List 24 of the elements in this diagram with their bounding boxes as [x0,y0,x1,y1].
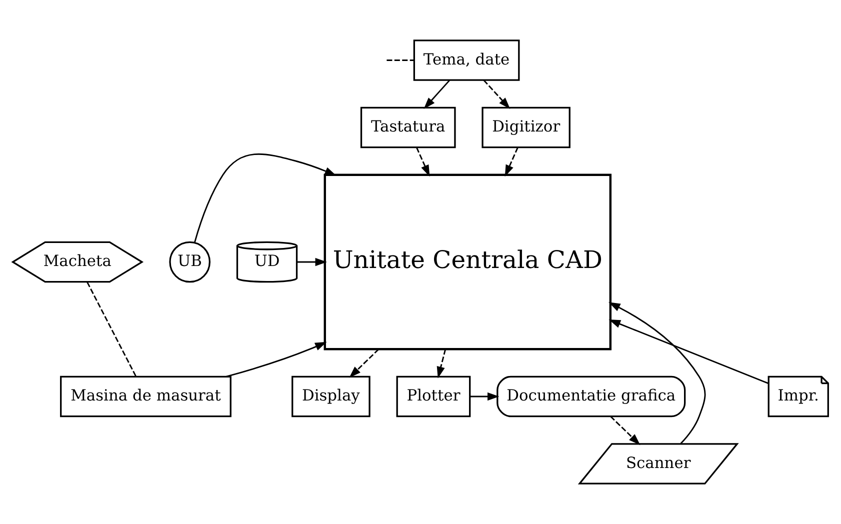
node-box: Tema, date [413,40,520,81]
arrow [194,153,336,243]
arrow [470,392,500,401]
node-box: Documentatie grafica [496,376,686,418]
node-box: Display [292,376,370,418]
node-box: Unitate Centrala CAD [324,174,612,350]
arrow [296,258,327,266]
node-box: Masina de masurat [60,376,232,418]
arrow [416,147,430,177]
arrow [608,302,706,444]
connector [86,282,137,377]
arrow [349,348,380,378]
arrow [436,348,446,378]
node-box: Tastatura [360,106,456,148]
node-circle: UB [169,241,210,283]
arrow [483,80,510,109]
arrow [608,320,769,384]
arrow [610,416,640,446]
connector [386,60,414,61]
arrow [424,80,450,110]
arrow [504,147,518,177]
node-box: Digitizor [482,106,570,148]
node-box: Plotter [396,376,471,418]
arrow [226,342,327,378]
